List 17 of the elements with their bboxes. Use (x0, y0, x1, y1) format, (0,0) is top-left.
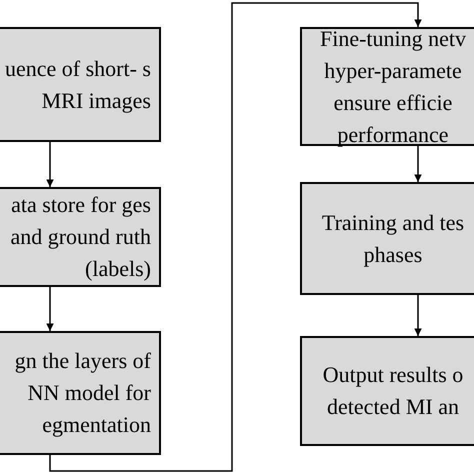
arrow (46, 142, 54, 187)
box-text: Output results o detected MI an (322, 361, 464, 421)
box-text: gn the layers of NN model for egmentation (14, 347, 151, 439)
process-box (300, 27, 474, 146)
box-text: Fine-tuning netv hyper-paramete ensure efficie performance (318, 24, 468, 149)
process-box (0, 27, 161, 142)
process-box (300, 336, 474, 446)
arrow (46, 287, 54, 331)
arrow (414, 295, 422, 336)
box-text: Training and tes phases (320, 208, 466, 269)
process-box (0, 331, 161, 455)
process-box (0, 187, 161, 287)
box-text: ata store for ges and ground ruth (labels) (9, 191, 151, 283)
process-box (300, 182, 474, 295)
arrow (49, 2, 422, 472)
box-text: uence of short- s MRI images (4, 54, 151, 115)
arrow (414, 146, 422, 182)
